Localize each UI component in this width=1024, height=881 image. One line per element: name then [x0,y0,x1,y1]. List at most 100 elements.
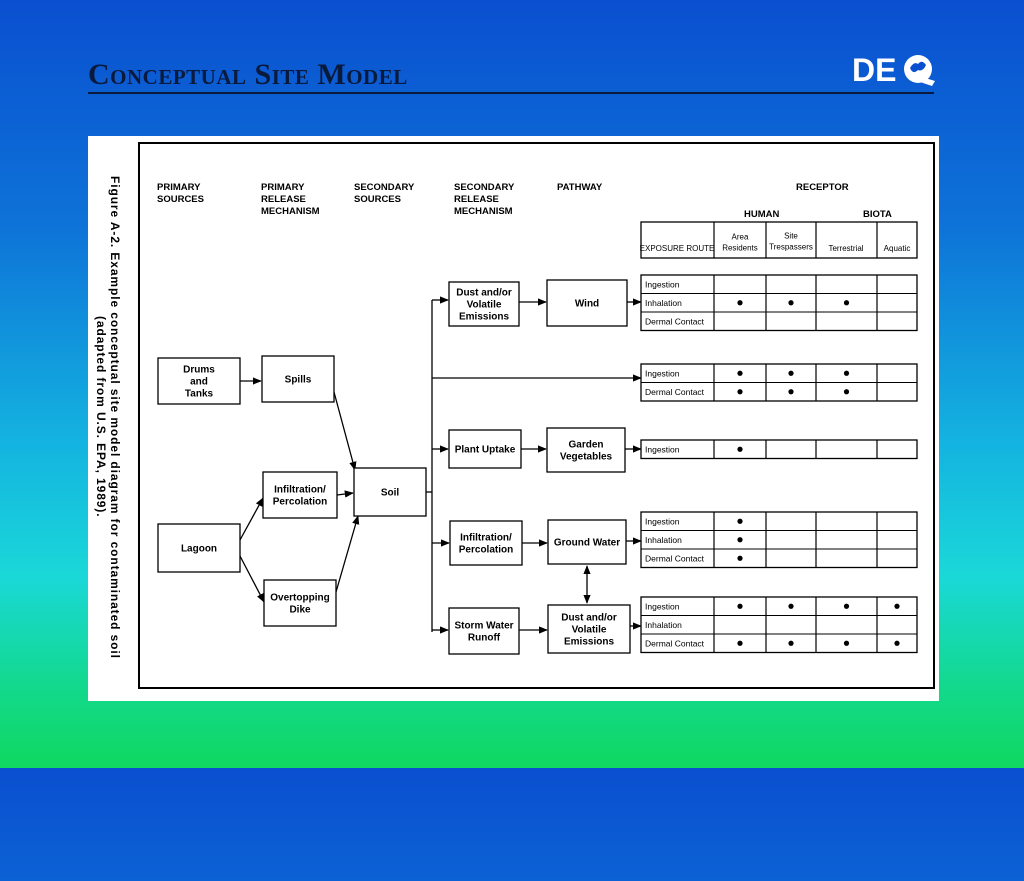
exposure-mark-dot [788,603,794,609]
box-storm [448,607,520,655]
box-lagoon [157,523,241,573]
box-wind [546,279,628,327]
th-area-residents: Area [732,232,749,241]
svg-text:DE: DE [852,52,896,88]
exposure-route-label: Dermal Contact [645,638,705,648]
header-secondary-release: RELEASE [454,194,499,205]
table-header-row [640,221,918,259]
box-label-dust2: Emissions [564,637,614,648]
box-label-dust1: Dust and/or [456,288,512,299]
header-primary-release: PRIMARY [261,182,305,193]
box-label-dust2: Volatile [572,625,607,636]
exposure-mark-dot [843,603,850,609]
box-label-spills: Spills [285,375,312,386]
title-underline [88,92,934,94]
arrow-overtopping-soil [335,515,360,593]
exposure-route-label: Dermal Contact [645,553,705,563]
exposure-route-label: Inhalation [645,298,682,308]
box-label-storm: Runoff [468,633,501,644]
header-secondary-sources: SOURCES [354,194,401,205]
box-spills [261,355,335,403]
exposure-route-label: Inhalation [645,535,682,545]
box-dust1 [448,281,520,327]
box-label-infiltration2: Percolation [459,545,513,556]
box-label-garden: Vegetables [560,452,613,463]
exposure-mark-dot [894,640,900,646]
header-primary-release: MECHANISM [261,206,320,217]
exposure-group [640,511,918,569]
exposure-mark-dot [894,603,900,609]
exposure-route-label: Inhalation [645,620,682,630]
header-biota: BIOTA [863,209,892,220]
slide-title: Conceptual Site Model [88,58,408,91]
exposure-mark-dot [737,603,743,609]
exposure-mark-dot [788,300,794,306]
box-label-garden: Garden [568,440,603,451]
exposure-route-label: Dermal Contact [645,316,705,326]
box-label-infiltration2: Infiltration/ [460,533,512,544]
th-site-trespassers: Site [784,231,798,240]
exposure-group [640,439,918,460]
box-label-dust1: Volatile [467,300,502,311]
exposure-mark-dot [788,640,794,646]
box-label-groundwater: Ground Water [554,538,620,549]
box-label-wind: Wind [575,299,599,310]
box-label-drums: Drums [183,365,215,376]
arrow-spills-soil [333,391,357,471]
exposure-group [640,596,918,654]
arrow-lagoon-infiltration [239,497,264,541]
diagram-frame [138,142,935,689]
box-drums [157,357,241,405]
exposure-mark-dot [737,446,743,452]
exposure-mark-dot [737,640,743,646]
box-soil [353,467,427,517]
header-primary-sources: PRIMARY [157,182,201,193]
exposure-mark-dot [737,537,743,543]
exposure-route-label: Ingestion [645,279,680,289]
box-garden [546,427,626,473]
th-terrestrial: Terrestrial [828,244,863,253]
box-label-overtopping: Dike [289,605,311,616]
header-secondary-release: SECONDARY [454,182,515,193]
exposure-mark-dot [737,389,743,395]
th-exposure-route: EXPOSURE ROUTE [640,244,715,253]
exposure-mark-dot [843,300,850,306]
header-human: HUMAN [744,209,779,220]
exposure-group [640,274,918,332]
exposure-mark-dot [843,389,850,395]
box-infiltration2 [449,520,523,566]
header-primary-release: RELEASE [261,194,306,205]
th-area-residents: Residents [722,243,758,252]
exposure-mark-dot [737,300,743,306]
exposure-mark-dot [737,370,743,376]
box-label-drums: Tanks [185,389,214,400]
th-site-trespassers: Trespassers [769,242,813,251]
box-label-dust2: Dust and/or [561,613,617,624]
exposure-route-label: Dermal Contact [645,387,705,397]
box-label-plant: Plant Uptake [455,445,516,456]
header-secondary-sources: SECONDARY [354,182,415,193]
header-primary-sources: SOURCES [157,194,204,205]
header-pathway: PATHWAY [557,182,603,193]
exposure-mark-dot [843,370,850,376]
exposure-route-label: Ingestion [645,444,680,454]
exposure-mark-dot [788,389,794,395]
exposure-mark-dot [737,518,743,524]
box-plant [448,429,522,469]
box-label-lagoon: Lagoon [181,544,217,555]
box-label-storm: Storm Water [454,621,513,632]
box-overtopping [263,579,337,627]
exposure-mark-dot [843,640,850,646]
box-label-infiltration1: Percolation [273,497,327,508]
exposure-route-label: Ingestion [645,516,680,526]
box-groundwater [547,519,627,565]
exposure-mark-dot [737,555,743,561]
arrow-infiltration-soil [336,490,354,498]
arrow-lagoon-overtopping [239,555,265,603]
box-infiltration1 [262,471,338,519]
box-dust2 [547,604,631,654]
exposure-mark-dot [788,370,794,376]
box-label-overtopping: Overtopping [270,593,329,604]
box-label-drums: and [190,377,208,388]
